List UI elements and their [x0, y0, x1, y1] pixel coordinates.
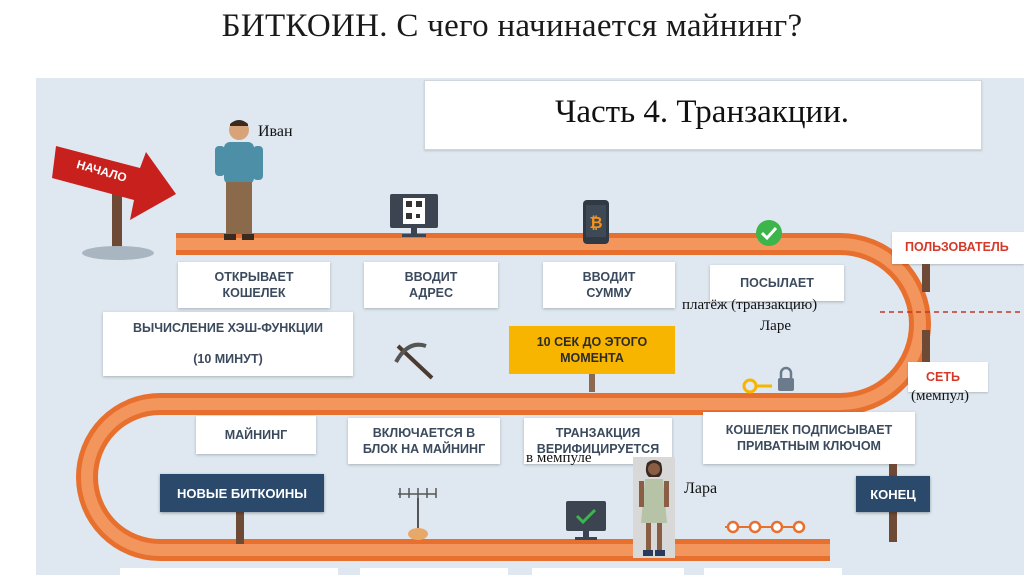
- new-coins-post: [236, 500, 244, 544]
- ivan-label: Иван: [258, 123, 293, 140]
- ten-seconds-post: [589, 374, 595, 392]
- hash-time: (10 МИНУТ): [193, 352, 263, 366]
- pickaxe-icon: [394, 342, 434, 380]
- payment-recipient-annotation: Ларе: [760, 318, 791, 334]
- card-edge-1: [120, 568, 338, 575]
- step-open-wallet: ОТКРЫВАЕТ КОШЕЛЕК: [178, 262, 330, 308]
- user-label: ПОЛЬЗОВАТЕЛЬ: [905, 240, 1009, 254]
- key-icon: [742, 378, 772, 394]
- lara-label: Лара: [684, 480, 718, 497]
- step-send: ПОСЫЛАЕТ: [710, 265, 844, 301]
- start-arrow-icon: [52, 146, 176, 220]
- network-label-box: [908, 362, 988, 392]
- ten-seconds-box: 10 СЕК ДО ЭТОГО МОМЕНТА: [509, 326, 675, 374]
- check-circle-icon: [756, 220, 782, 246]
- subtitle-box: [424, 80, 982, 150]
- card-edge-2: [360, 568, 508, 575]
- phone-bitcoin-icon: ₿: [583, 200, 609, 244]
- page-title: БИТКОИН. С чего начинается майнинг?: [221, 8, 803, 44]
- sign-post: [112, 185, 122, 255]
- new-bitcoins-sign: НОВЫЕ БИТКОИНЫ: [160, 474, 324, 512]
- network-post: [922, 330, 930, 362]
- user-label-box: [892, 232, 1024, 264]
- step-enter-amount: ВВОДИТ СУММУ: [543, 262, 675, 308]
- svg-text:₿: ₿: [589, 213, 602, 232]
- ivan-figure: [215, 120, 263, 240]
- mempool-annotation: (мемпул): [911, 388, 969, 404]
- hash-title: ВЫЧИСЛЕНИЕ ХЭШ-ФУНКЦИИ: [132, 321, 324, 335]
- subtitle: Часть 4. Транзакции.: [554, 94, 850, 130]
- block-node-icon: [398, 488, 437, 540]
- card-edge-3: [532, 568, 684, 575]
- monitor-qr-icon: [390, 194, 438, 237]
- monitor-check-icon: [566, 501, 606, 540]
- end-sign: КОНЕЦ: [856, 476, 930, 512]
- network-label: СЕТЬ: [926, 370, 960, 384]
- chain-icon: [725, 520, 806, 534]
- step-included-in-block: ВКЛЮЧАЕТСЯ В БЛОК НА МАЙНИНГ: [348, 418, 500, 464]
- step-wallet-signs: КОШЕЛЕК ПОДПИСЫВАЕТ ПРИВАТНЫМ КЛЮЧОМ: [703, 412, 915, 464]
- step-transaction-verified: ТРАНЗАКЦИЯ ВЕРИФИЦИРУЕТСЯ: [524, 418, 672, 464]
- hash-card: [103, 312, 353, 376]
- payment-annotation: платёж (транзакцию): [682, 297, 818, 313]
- lara-photo: [633, 457, 675, 558]
- step-mining: МАЙНИНГ: [196, 416, 316, 454]
- lock-icon: [778, 366, 794, 391]
- step-enter-address: ВВОДИТ АДРЕС: [364, 262, 498, 308]
- card-edge-4: [704, 568, 842, 575]
- sign-shadow: [82, 246, 154, 260]
- end-post-bottom: [889, 512, 897, 542]
- mempool-verify-annotation: в мемпуле: [526, 450, 592, 466]
- user-post: [922, 264, 930, 292]
